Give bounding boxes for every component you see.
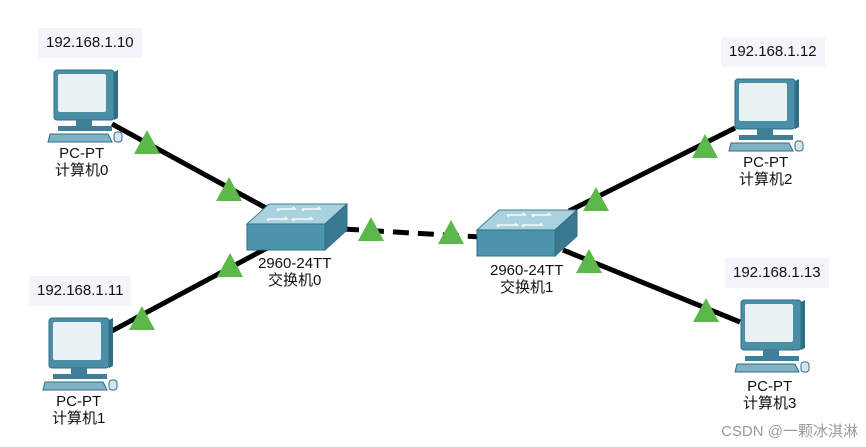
ip-label-pc3: 192.168.1.13 [725, 258, 829, 288]
pc1-label: PC-PT 计算机1 [52, 393, 105, 427]
port-status-up-icon [134, 130, 160, 154]
port-status-up-icon [129, 306, 155, 330]
pc3-name: 计算机3 [743, 395, 797, 412]
pc3-pc-icon[interactable] [734, 299, 810, 373]
watermark: CSDN @一颗冰淇淋 [721, 423, 858, 440]
sw0-switch-icon[interactable] [245, 202, 349, 252]
pc0-pc-icon[interactable] [47, 69, 123, 143]
ip-label-pc0: 192.168.1.10 [38, 28, 142, 58]
port-status-up-icon [692, 134, 718, 158]
pc2-pc-icon[interactable] [728, 78, 804, 152]
pc1-pc-icon[interactable] [42, 317, 118, 391]
ip-label-pc1: 192.168.1.11 [29, 276, 132, 306]
pc3-label: PC-PT 计算机3 [743, 378, 796, 412]
sw1-switch-icon[interactable] [475, 208, 579, 258]
sw1-name: 交换机1 [500, 279, 554, 296]
port-status-up-icon [216, 177, 242, 201]
pc2-model: PC-PT [743, 154, 789, 171]
pc1-model: PC-PT [56, 393, 102, 410]
links-layer [106, 121, 741, 336]
sw0-label: 2960-24TT 交换机0 [258, 255, 331, 289]
link-pc0-sw0[interactable] [110, 121, 268, 211]
sw0-model: 2960-24TT [258, 255, 332, 272]
pc0-name: 计算机0 [55, 162, 109, 179]
port-status-up-icon [358, 217, 384, 241]
sw1-model: 2960-24TT [490, 262, 564, 279]
link-pc1-sw0[interactable] [106, 245, 269, 336]
port-status-up-icon [583, 187, 609, 211]
pc3-model: PC-PT [747, 378, 793, 395]
pc1-name: 计算机1 [52, 410, 106, 427]
port-status-up-icon [217, 253, 243, 277]
pc2-name: 计算机2 [739, 171, 793, 188]
ports-layer [129, 130, 719, 330]
sw1-label: 2960-24TT 交换机1 [490, 262, 563, 296]
pc0-model: PC-PT [59, 145, 105, 162]
ip-label-pc2: 192.168.1.12 [721, 37, 825, 67]
port-status-up-icon [693, 298, 719, 322]
port-status-up-icon [438, 220, 464, 244]
nodes-layer [42, 69, 810, 391]
port-status-up-icon [576, 249, 602, 273]
pc0-label: PC-PT 计算机0 [55, 145, 108, 179]
pc2-label: PC-PT 计算机2 [739, 154, 792, 188]
sw0-name: 交换机0 [268, 272, 322, 289]
